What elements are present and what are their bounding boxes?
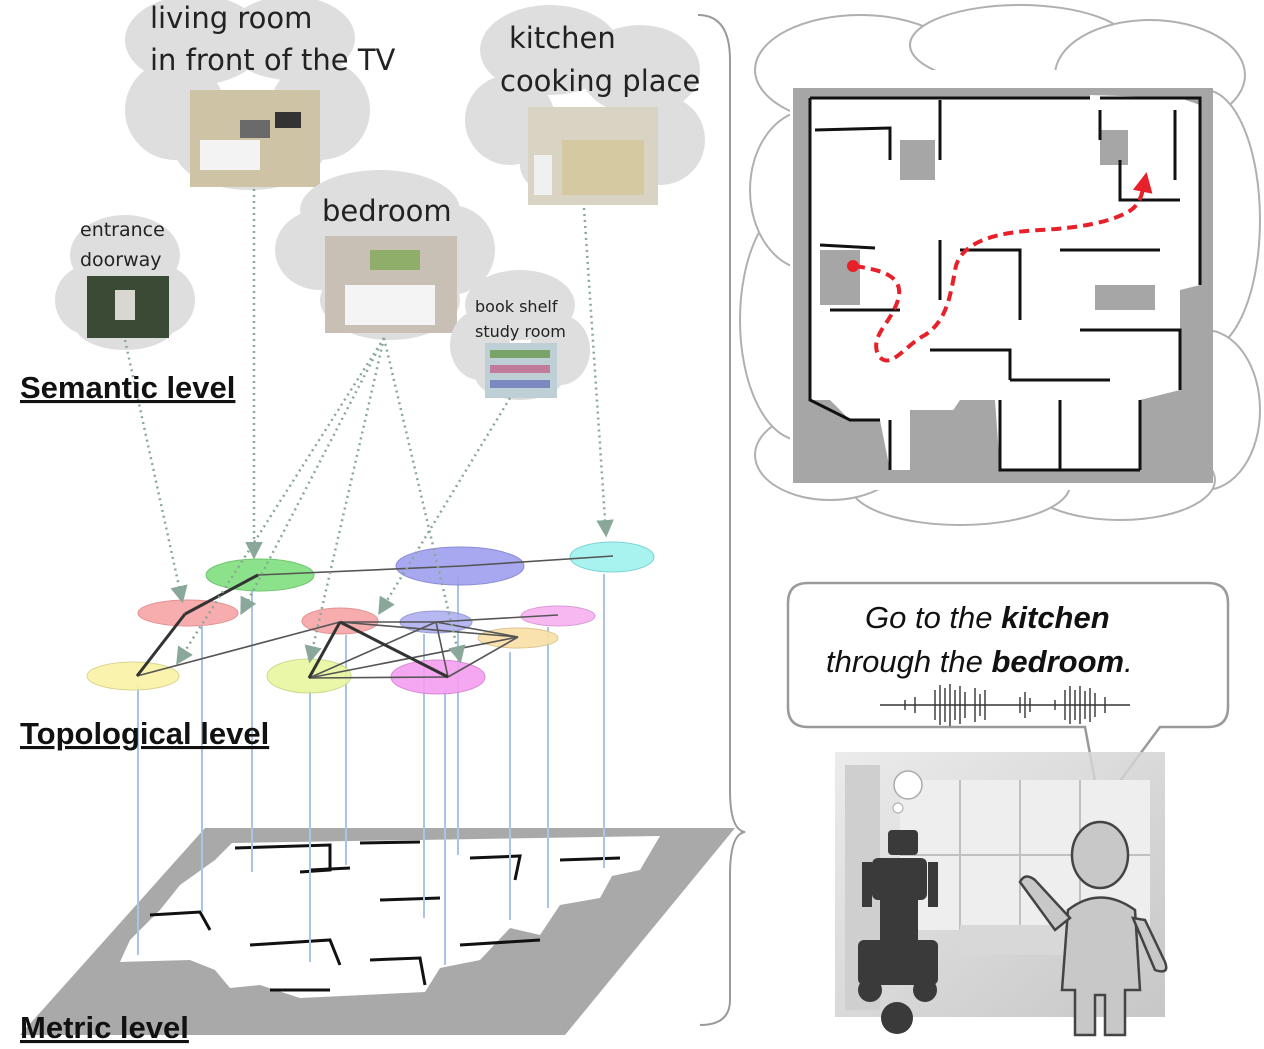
floor-map (793, 88, 1213, 483)
living-room-label-1: living room (150, 1, 312, 35)
metric-map (20, 828, 735, 1035)
bedroom-label: bedroom (322, 194, 452, 228)
living-room-label-2: in front of the TV (150, 43, 396, 77)
living-room-cloud: living room in front of the TV (125, 0, 396, 190)
voice-waveform (880, 684, 1130, 726)
bookshelf-label-2: study room (475, 322, 566, 341)
projection-lines (137, 574, 605, 965)
entrance-label-1: entrance (80, 219, 165, 241)
topological-graph (86, 541, 655, 695)
person-figure (1018, 820, 1168, 1037)
kitchen-label-2: cooking place (500, 64, 700, 98)
robot (858, 830, 938, 1034)
curly-brace (697, 14, 746, 1026)
speech-line-1: Go to the kitchen (865, 600, 1110, 635)
kitchen-cloud: kitchen cooking place (465, 5, 705, 205)
living-room-photo (190, 90, 320, 187)
entrance-label-2: doorway (80, 249, 162, 271)
kitchen-label-1: kitchen (509, 21, 616, 55)
entrance-cloud: entrance doorway (55, 215, 195, 350)
speech-line-2: through the bedroom. (826, 644, 1133, 679)
bedroom-cloud: bedroom (275, 170, 495, 340)
bookshelf-label-1: book shelf (475, 297, 558, 316)
topological-level-label: Topological level (20, 716, 269, 751)
semantic-arrows (123, 189, 614, 665)
bookshelf-cloud: book shelf study room (450, 270, 590, 400)
semantic-level-label: Semantic level (20, 370, 235, 405)
robot-scene (835, 752, 1168, 1037)
metric-level-label: Metric level (20, 1010, 189, 1045)
robot-path (854, 172, 1153, 363)
speech-bubble: Go to the kitchen through the bedroom. (786, 581, 1230, 812)
start-point (847, 260, 859, 272)
